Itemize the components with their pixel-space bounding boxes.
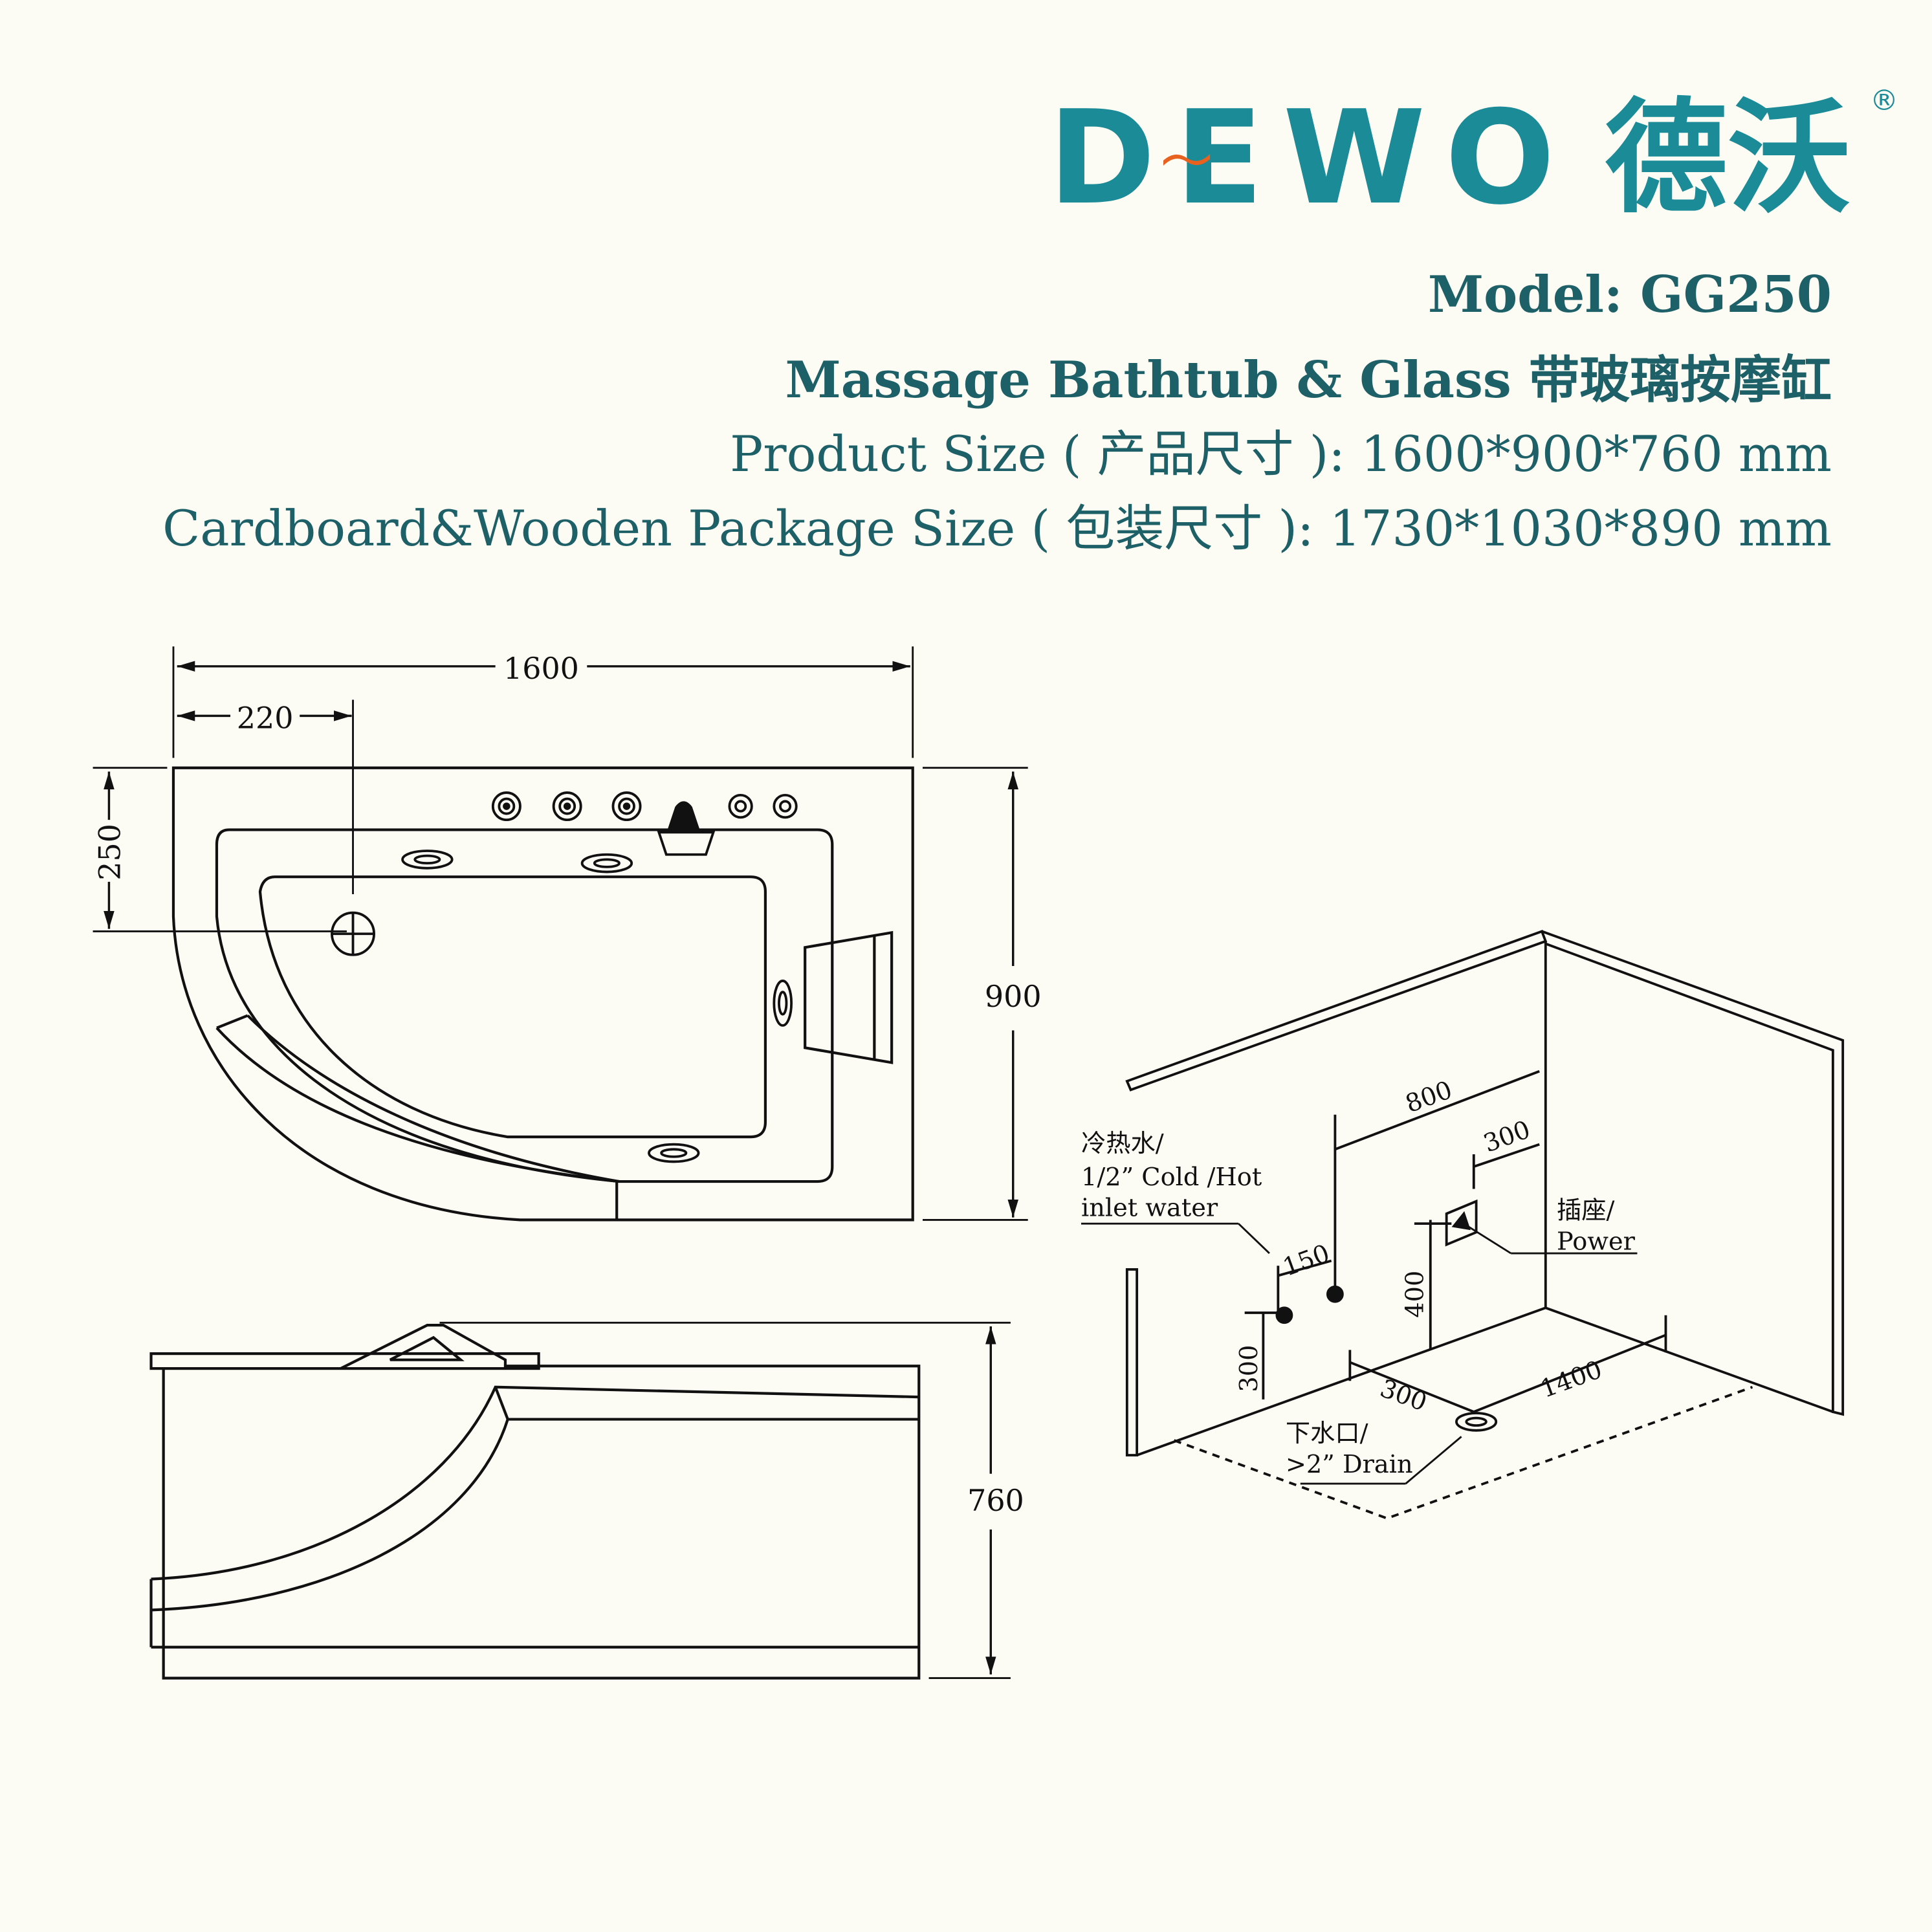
product-size: Product Size ( 产品尺寸 ): 1600*900*760 mm (730, 425, 1832, 483)
jet-icon (552, 791, 582, 822)
dim-drain-offset-x: 220 (237, 700, 294, 735)
dim-length: 1600 (503, 651, 579, 686)
logo-latin-text: DEWO (1048, 83, 1575, 234)
logo-swoosh-icon (1163, 154, 1210, 166)
water-label-cn: 冷热水/ (1081, 1129, 1164, 1158)
top-view-jets (331, 791, 798, 1163)
drain-label-cn: 下水口/ (1286, 1419, 1368, 1448)
installation-dimensions: 800 300 150 400 300 300 1400 冷热水/ 1/2” C… (1081, 1075, 1636, 1479)
dim-socket-offset: 300 (1480, 1115, 1534, 1158)
socket-icon (1445, 1199, 1478, 1247)
dim-height: 760 (967, 1483, 1024, 1518)
jet-icon (491, 791, 521, 822)
water-label-en-2: inlet water (1081, 1194, 1218, 1223)
cold-inlet-icon (1275, 1306, 1293, 1324)
power-label-cn: 插座/ (1557, 1196, 1615, 1225)
model-number: Model: GG250 (1427, 265, 1832, 324)
jet-icon (728, 793, 753, 819)
side-view (149, 1321, 1011, 1680)
brand-logo: DEWO 德沃 ® (1048, 83, 1898, 234)
installation-view (1081, 929, 1845, 1520)
logo-chinese-text: 德沃 (1605, 87, 1851, 230)
hot-inlet-icon (1326, 1285, 1344, 1303)
drain-icon (331, 911, 375, 956)
dim-socket-height: 400 (1400, 1271, 1429, 1318)
water-label-en-1: 1/2” Cold /Hot (1081, 1163, 1262, 1192)
dim-inlet-spacing: 150 (1279, 1239, 1334, 1282)
dim-drain-offset: 300 (1376, 1374, 1431, 1417)
floor-drain-icon (1455, 1412, 1498, 1432)
dim-width: 900 (985, 979, 1042, 1014)
floor-jet-icon (580, 853, 633, 873)
dim-wall-width: 800 (1401, 1075, 1456, 1119)
faucet-icon (657, 801, 716, 856)
package-size: Cardboard&Wooden Package Size ( 包装尺寸 ): … (162, 499, 1832, 557)
jet-icon (611, 791, 642, 822)
top-view (93, 646, 1028, 1222)
side-jet-icon (773, 980, 793, 1027)
dim-floor-length: 1400 (1537, 1355, 1606, 1404)
floor-jet-icon (648, 1143, 700, 1163)
jet-icon (773, 793, 798, 819)
drain-label-en: >2” Drain (1286, 1450, 1413, 1479)
dim-drain-offset-y: 250 (93, 824, 127, 881)
registered-mark-icon: ® (1870, 84, 1898, 117)
floor-jet-icon (401, 850, 454, 870)
product-name: Massage Bathtub & Glass 带玻璃按摩缸 (785, 351, 1832, 410)
power-label-en: Power (1557, 1227, 1636, 1256)
top-view-dimensions: 1600 220 250 900 (93, 651, 1042, 1014)
installation-fixtures (1275, 1199, 1498, 1432)
dim-inlet-height: 300 (1235, 1345, 1264, 1392)
